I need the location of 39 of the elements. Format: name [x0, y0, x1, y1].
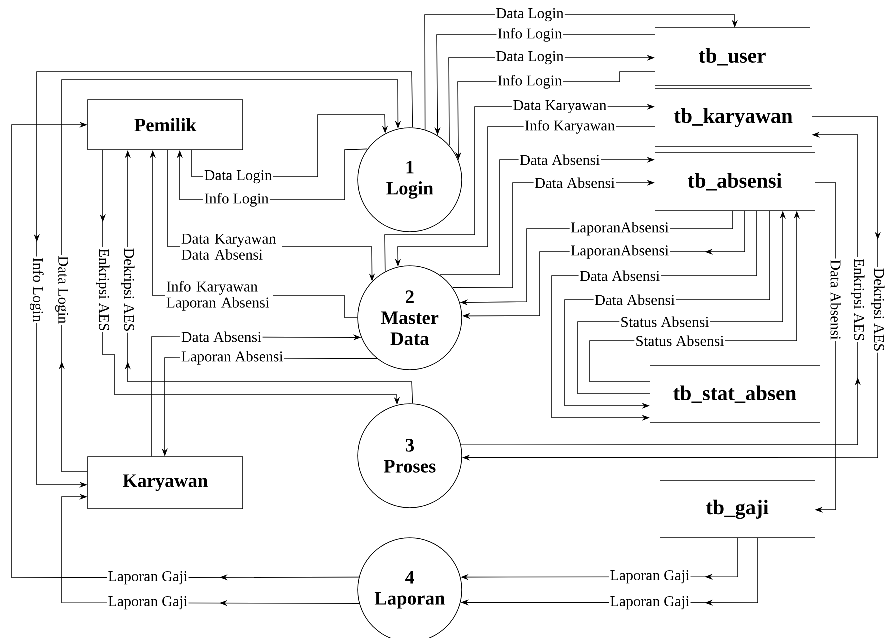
edge-label: Enkripsi AES: [850, 258, 866, 342]
edge-label: Data Karyawan: [512, 99, 608, 115]
edge-label: Data Absensi: [534, 176, 616, 190]
arrow: [12, 122, 360, 581]
edge-label: LaporanAbsensi: [570, 244, 670, 260]
edge-label: Enkripsi AES: [95, 248, 111, 332]
data-store: tb_absensi: [654, 152, 816, 212]
edge-label: Laporan Gaji: [609, 569, 691, 585]
edge-label: Data Absensi: [180, 330, 263, 344]
edge-label: LaporanAbsensi: [570, 221, 670, 237]
edge-label: Data Login: [495, 7, 565, 23]
edge-label: Status Absensi: [634, 334, 726, 348]
edge-label: Data Karyawan Data Absensi: [180, 233, 282, 261]
edge-label: Info Login: [496, 74, 564, 90]
edge-label: Info Karyawan Laporan Absensi: [165, 280, 274, 312]
entity-box: Pemilik: [88, 100, 244, 150]
data-store: tb_user: [654, 28, 810, 86]
edge-label: Dekripsi AES: [870, 267, 886, 353]
edge-label: Laporan Absensi: [180, 350, 284, 366]
edge-label: Dekripsi AES: [120, 247, 136, 333]
edge-label: Data Absensi: [518, 154, 602, 166]
edge-label: Info Login: [203, 192, 270, 208]
edge-label: Info Login: [496, 27, 564, 43]
edge-label: Data Login: [203, 169, 274, 185]
edge-label: Info Login: [29, 256, 45, 324]
edge-label: Data Absensi: [830, 258, 842, 342]
edge-label: Data Absensi: [594, 294, 676, 306]
entity-box: Karyawan: [88, 456, 244, 510]
edge-label: Data Absensi: [578, 270, 662, 282]
data-store: tb_karyawan: [654, 88, 812, 148]
edge-label: Data Login: [495, 50, 565, 66]
edge-label: Laporan Gaji: [107, 595, 189, 611]
data-store: tb_stat_absen: [650, 366, 820, 424]
data-store: tb_gaji: [660, 480, 816, 538]
edge-label: Status Absensi: [620, 316, 710, 328]
edge-label: Laporan Gaji: [107, 570, 189, 586]
edge-label: Data Login: [54, 255, 70, 325]
edge-label: Info Karyawan: [524, 119, 616, 135]
edge-label: Laporan Gaji: [609, 595, 691, 611]
